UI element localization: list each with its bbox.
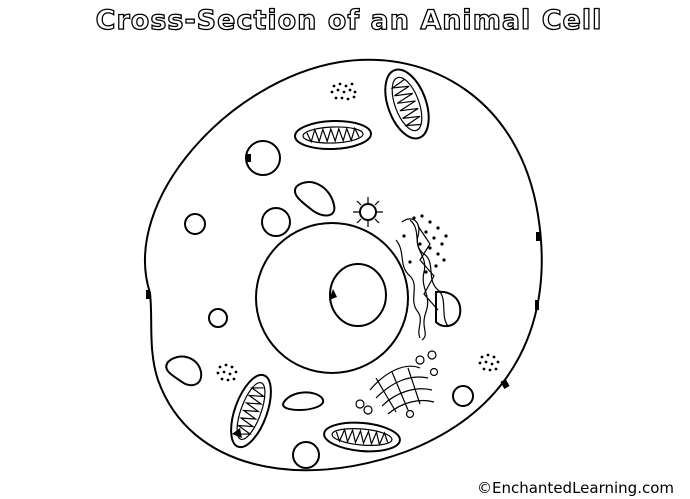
mitochondrion-bottom: [323, 421, 401, 453]
vesicle: [208, 308, 228, 328]
rough-endoplasmic-reticulum: [395, 214, 462, 341]
mitochondrion-top-right: [384, 68, 430, 140]
membrane-channel: [536, 232, 540, 241]
vacuole: [245, 140, 281, 176]
membrane-channel: [500, 379, 510, 389]
nucleolus-marker: [329, 289, 337, 300]
vesicle: [184, 213, 206, 235]
membrane-channel: [535, 300, 539, 310]
lysosome: [282, 391, 325, 412]
diagram-title: Cross-Section of an Animal Cell: [96, 5, 603, 36]
membrane-channel: [232, 428, 242, 438]
vesicle: [452, 385, 474, 407]
ribosome-cluster: [478, 353, 500, 372]
membrane-channel: [246, 154, 251, 162]
nucleolus: [329, 263, 387, 327]
ribosome-cluster: [330, 82, 357, 101]
golgi-apparatus: [355, 350, 439, 419]
membrane-channel: [146, 290, 150, 299]
nucleus: [255, 222, 409, 374]
mitochondrion-top: [294, 119, 372, 151]
vesicle: [292, 441, 320, 469]
credit-text: ©EnchantedLearning.com: [477, 479, 674, 497]
lysosome: [293, 181, 336, 217]
centrosome: [353, 197, 383, 227]
ribosome-cluster: [216, 363, 238, 382]
cell-membrane: [144, 58, 543, 472]
lysosome: [165, 355, 203, 387]
mitochondrion-left: [230, 373, 272, 449]
vesicle: [261, 207, 291, 237]
